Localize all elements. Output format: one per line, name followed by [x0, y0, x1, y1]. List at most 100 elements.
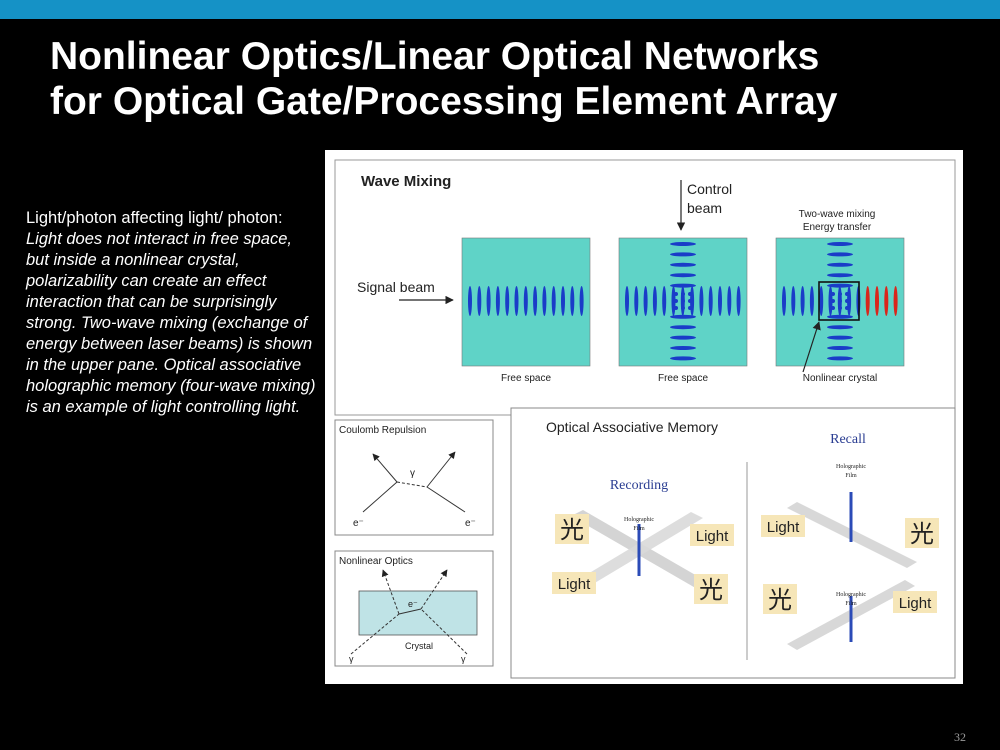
- control-fringe: [827, 262, 853, 267]
- control-fringe: [827, 252, 853, 257]
- control-fringe: [670, 356, 696, 361]
- interference-dot: [674, 306, 678, 310]
- body-text: Light/photon affecting light/ photon: Li…: [26, 208, 318, 418]
- nl-electron-label: e⁻: [408, 599, 418, 609]
- recording-kanji-box-2: [694, 574, 728, 604]
- slide-number: 32: [954, 730, 966, 744]
- interference-dot: [688, 292, 692, 296]
- interference-dot: [681, 299, 685, 303]
- control-fringe: [670, 283, 696, 288]
- interference-dot: [681, 292, 685, 296]
- figure-svg: Wave Mixing Control beam Two-wave mixing…: [334, 159, 956, 679]
- control-fringe: [670, 252, 696, 257]
- signal-fringe: [505, 286, 510, 316]
- nl-gamma-left: γ: [349, 654, 354, 664]
- signal-fringe: [718, 286, 722, 316]
- interference-dot: [838, 299, 842, 303]
- interference-dot: [831, 292, 835, 296]
- signal-fringe: [495, 286, 500, 316]
- recording-light-label-2: Light: [558, 576, 591, 593]
- control-fringe: [670, 242, 696, 246]
- title-line-2: for Optical Gate/Processing Element Arra…: [50, 80, 838, 123]
- interference-dot: [845, 292, 849, 296]
- signal-fringe: [523, 286, 528, 316]
- control-fringe: [670, 262, 696, 267]
- nl-photon-out-1: [381, 569, 400, 615]
- control-fringe: [670, 325, 696, 330]
- crystal-pointer-arrow: [802, 321, 821, 373]
- signal-fringe: [486, 286, 491, 316]
- signal-fringe: [514, 286, 519, 316]
- signal-fringe: [542, 286, 547, 316]
- recall-upper-kanji-box: [905, 518, 939, 548]
- control-fringe: [827, 325, 853, 330]
- signal-fringe: [699, 286, 704, 316]
- crystal-label: Crystal: [405, 641, 433, 651]
- signal-fringe: [662, 286, 667, 316]
- interference-dot: [838, 306, 842, 310]
- caption-free-space-1: Free space: [501, 373, 551, 384]
- interference-dot: [831, 306, 835, 310]
- interference-dot: [674, 292, 678, 296]
- nl-photon-in-2: [420, 608, 468, 655]
- control-fringe: [827, 273, 853, 278]
- recall-upper-holo-2: Film: [845, 473, 857, 479]
- signal-fringe: [736, 286, 741, 316]
- control-fringe: [827, 314, 853, 319]
- control-beam-label-2: beam: [687, 200, 722, 216]
- signal-fringe: [809, 286, 814, 316]
- coulomb-line-1: [362, 481, 398, 513]
- interference-dot: [838, 292, 842, 296]
- signal-fringe: [634, 286, 639, 316]
- two-wave-label-2: Energy transfer: [803, 222, 872, 233]
- crystal-block: [358, 590, 478, 636]
- recording-beam-b: [571, 512, 703, 590]
- recall-upper-light-box: [761, 515, 805, 537]
- recall-lower-holo-2: Film: [845, 601, 857, 607]
- signal-fringe: [551, 286, 556, 316]
- physics-figure: Wave Mixing Control beam Two-wave mixing…: [325, 150, 963, 684]
- title-line-1: Nonlinear Optics/Linear Optical Networks: [50, 35, 820, 78]
- caption-nonlinear-crystal: Nonlinear crystal: [803, 373, 877, 384]
- recall-upper-holo-1: Holographic: [836, 464, 866, 470]
- nl-gamma-right: γ: [461, 654, 466, 664]
- coulomb-photon: [396, 481, 428, 488]
- recall-lower-holo-1: Holographic: [836, 592, 866, 598]
- interference-dot: [681, 306, 685, 310]
- recall-lower-light-box: [893, 591, 937, 613]
- signal-fringe: [782, 286, 786, 316]
- control-fringe: [827, 242, 853, 246]
- coulomb-e-right: e⁻: [465, 518, 476, 529]
- coulomb-title: Coulomb Repulsion: [339, 425, 426, 436]
- nl-photon-out-2: [420, 569, 448, 610]
- interference-dot: [845, 306, 849, 310]
- recall-lower-light-label: Light: [899, 595, 932, 612]
- signal-fringe: [477, 286, 482, 316]
- signal-fringe: [708, 286, 713, 316]
- top-accent-bar: [0, 0, 1000, 19]
- interference-dot: [688, 306, 692, 310]
- recording-light-box-2: [552, 572, 596, 594]
- two-wave-label-1: Two-wave mixing: [799, 209, 876, 220]
- signal-fringe: [468, 286, 472, 316]
- signal-fringe: [884, 286, 889, 316]
- recording-kanji-2: 光: [699, 576, 723, 604]
- control-fringe: [670, 335, 696, 340]
- recording-kanji-box-1: [555, 514, 589, 544]
- slide-title: Nonlinear Optics/Linear Optical Networks…: [50, 34, 980, 124]
- control-fringe: [670, 314, 696, 319]
- control-beam-label-1: Control: [687, 181, 732, 197]
- control-fringe: [827, 346, 853, 350]
- signal-fringe: [579, 286, 584, 316]
- signal-fringe: [893, 286, 898, 316]
- recording-light-box-1: [690, 524, 734, 546]
- body-intro: Light/photon affecting light/ photon:: [26, 209, 283, 227]
- coulomb-line-3: [426, 486, 466, 513]
- interference-dot: [674, 299, 678, 303]
- recording-kanji-1: 光: [560, 516, 584, 544]
- signal-fringe: [819, 286, 824, 316]
- caption-free-space-2: Free space: [658, 373, 708, 384]
- coulomb-line-4: [426, 451, 456, 488]
- signal-fringe: [652, 286, 657, 316]
- nl-photon-in-1: [350, 613, 400, 655]
